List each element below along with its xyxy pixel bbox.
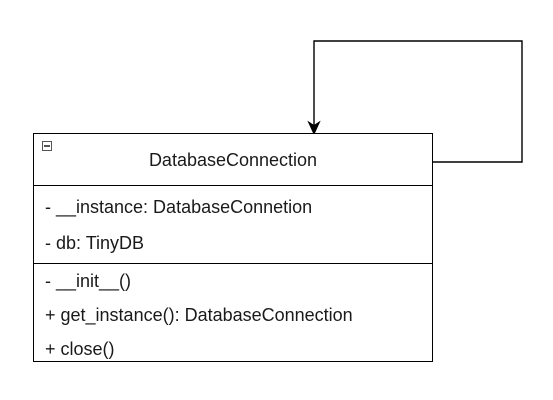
class-header: DatabaseConnection	[34, 134, 432, 186]
methods-compartment: - __init__() + get_instance(): DatabaseC…	[34, 264, 432, 371]
self-association-line	[313, 40, 523, 163]
method-item: + close()	[45, 339, 115, 359]
method-item: + get_instance(): DatabaseConnection	[45, 305, 353, 325]
arrowhead-icon	[307, 120, 321, 136]
attributes-compartment: - __instance: DatabaseConnetion - db: Ti…	[34, 186, 432, 264]
class-name: DatabaseConnection	[148, 150, 318, 170]
method-item: - __init__()	[45, 271, 132, 291]
attribute-item: - db: TinyDB	[45, 233, 145, 253]
collapse-minus-icon[interactable]	[42, 141, 52, 151]
uml-class-box[interactable]: DatabaseConnection - __instance: Databas…	[33, 133, 433, 362]
attribute-item: - __instance: DatabaseConnetion	[45, 197, 313, 217]
